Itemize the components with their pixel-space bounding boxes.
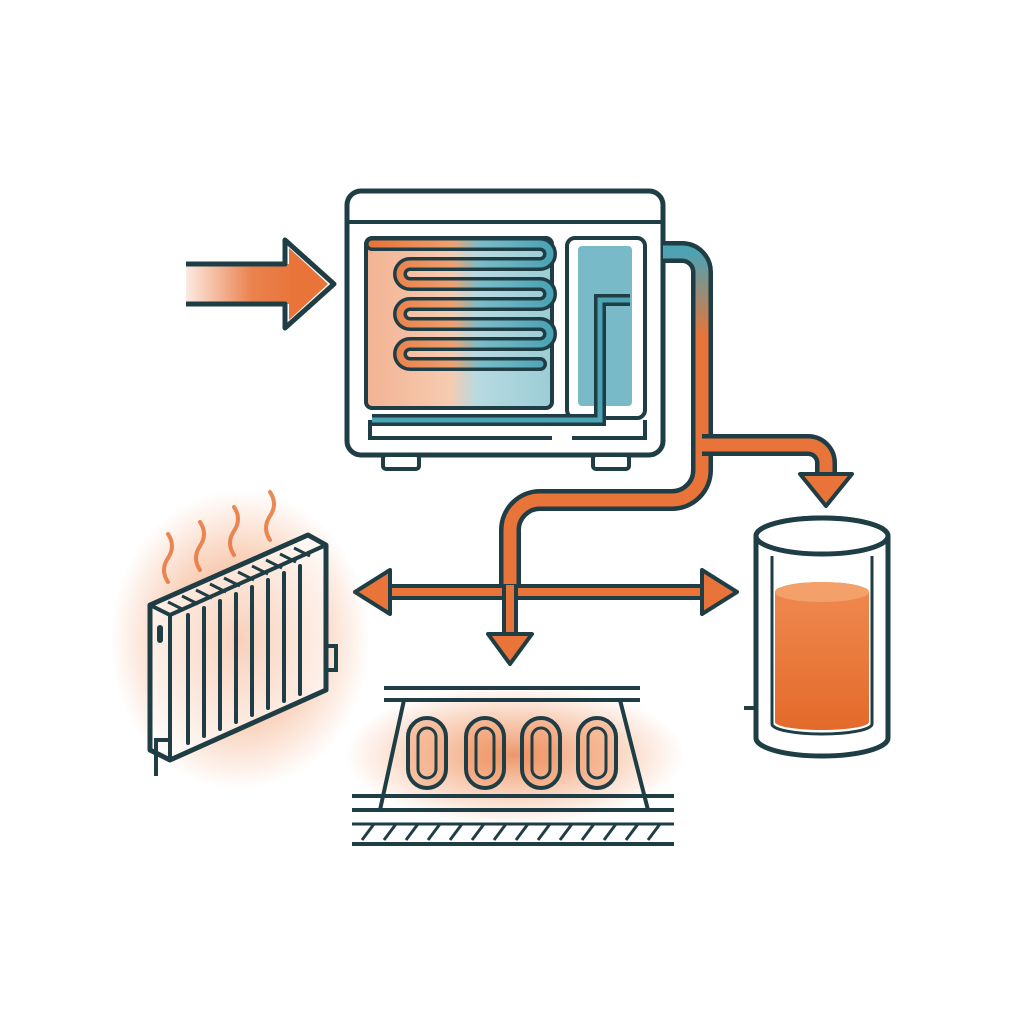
distribution-arrows [353,568,739,666]
arrow-right-icon [700,568,739,616]
underfloor-heating-icon [345,685,685,846]
heat-waves-icon [162,490,276,584]
arrow-left-icon [353,568,392,616]
supply-pipe [499,241,837,588]
arrow-down-icon [486,632,534,666]
radiator-icon [110,490,370,790]
arrow-right-icon [186,237,337,331]
water-cylinder-icon [744,515,891,759]
arrow-down-icon [798,472,854,508]
heat-pump-unit-icon [344,188,666,471]
